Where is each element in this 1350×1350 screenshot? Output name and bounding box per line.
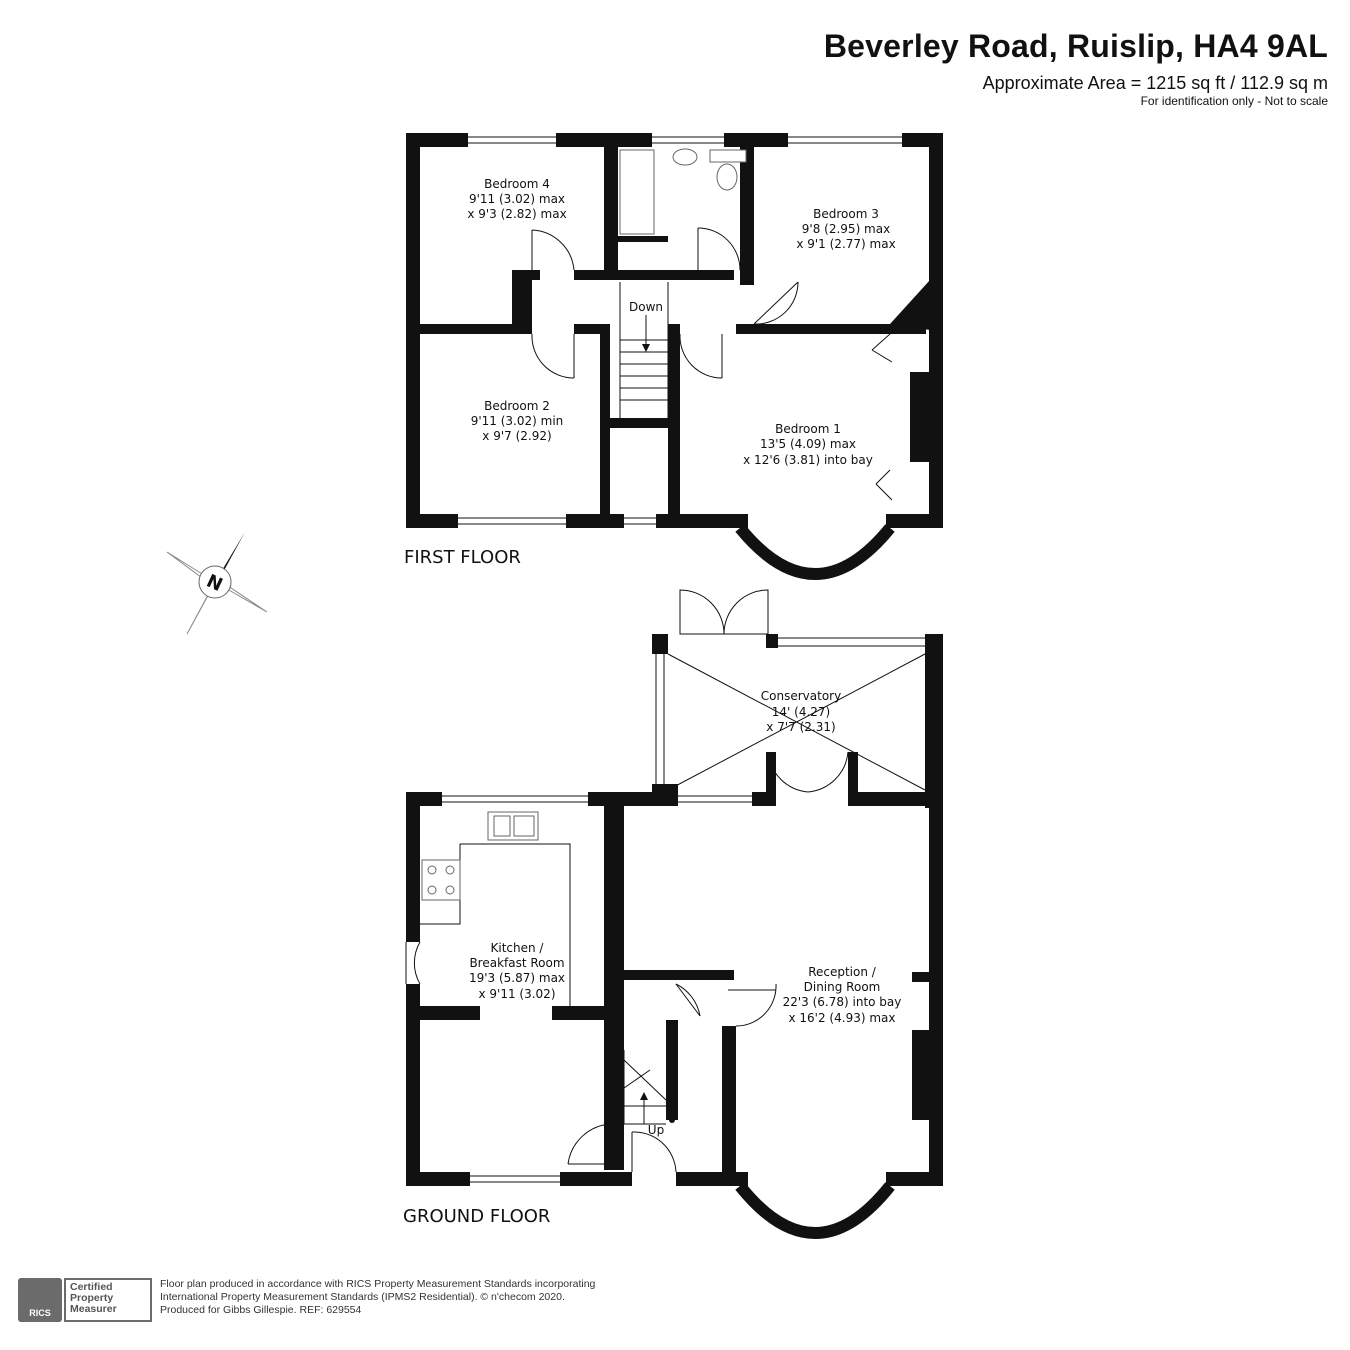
svg-text:13'5 (4.09) max: 13'5 (4.09) max (760, 437, 856, 451)
north-compass-icon: N (166, 532, 268, 635)
svg-text:Bedroom 1: Bedroom 1 (775, 422, 841, 436)
svg-text:x 7'7 (2.31): x 7'7 (2.31) (766, 720, 835, 734)
svg-text:x 9'3 (2.82) max: x 9'3 (2.82) max (467, 207, 566, 221)
svg-text:x 9'11 (3.02): x 9'11 (3.02) (478, 987, 555, 1001)
svg-text:Bedroom 3: Bedroom 3 (813, 207, 879, 221)
svg-text:9'11 (3.02) max: 9'11 (3.02) max (469, 192, 565, 206)
ground-floor-stairs: Up (623, 1050, 675, 1137)
first-floor-stairs: Down (619, 282, 669, 418)
reception-label: Reception / Dining Room 22'3 (6.78) into… (783, 965, 902, 1025)
svg-text:x 16'2 (4.93) max: x 16'2 (4.93) max (789, 1011, 896, 1025)
kitchen-label: Kitchen / Breakfast Room 19'3 (5.87) max… (469, 941, 565, 1001)
svg-text:14' (4.27): 14' (4.27) (772, 705, 830, 719)
ground-floor-label: GROUND FLOOR (403, 1206, 550, 1227)
svg-text:9'11 (3.02) min: 9'11 (3.02) min (471, 414, 564, 428)
svg-text:9'8 (2.95) max: 9'8 (2.95) max (802, 222, 890, 236)
svg-text:x 12'6 (3.81) into bay: x 12'6 (3.81) into bay (743, 453, 873, 467)
ground-floor-plan: Up (405, 589, 943, 1239)
svg-text:22'3 (6.78) into bay: 22'3 (6.78) into bay (783, 995, 902, 1009)
approximate-area: Approximate Area = 1215 sq ft / 112.9 sq… (982, 73, 1328, 93)
disclaimer-note: For identification only - Not to scale (1140, 94, 1328, 108)
svg-text:19'3 (5.87) max: 19'3 (5.87) max (469, 971, 565, 985)
svg-text:x 9'7 (2.92): x 9'7 (2.92) (482, 429, 551, 443)
rics-logo: RICS (18, 1278, 62, 1322)
svg-text:Dining Room: Dining Room (804, 980, 881, 994)
bedroom-4-label: Bedroom 4 9'11 (3.02) max x 9'3 (2.82) m… (467, 177, 566, 221)
footer-line-1: Floor plan produced in accordance with R… (160, 1278, 596, 1290)
svg-text:Breakfast Room: Breakfast Room (469, 956, 564, 970)
first-floor-plan: Down (406, 133, 943, 580)
badge-line-3: Measurer (70, 1303, 117, 1315)
svg-text:Conservatory: Conservatory (761, 689, 841, 703)
badge-line-1: Certified (70, 1281, 113, 1293)
certified-measurer-badge: Certified Property Measurer (64, 1278, 152, 1322)
first-floor-label: FIRST FLOOR (404, 547, 521, 568)
property-title: Beverley Road, Ruislip, HA4 9AL (823, 28, 1328, 64)
stairs-up-label: Up (648, 1123, 664, 1137)
footer-line-2: International Property Measurement Stand… (160, 1291, 565, 1303)
svg-text:Kitchen /: Kitchen / (491, 941, 545, 955)
conservatory-label: Conservatory 14' (4.27) x 7'7 (2.31) (761, 689, 841, 734)
badge-line-2: Property (70, 1292, 114, 1304)
footer-disclaimer: Floor plan produced in accordance with R… (160, 1278, 595, 1317)
bedroom-3-label: Bedroom 3 9'8 (2.95) max x 9'1 (2.77) ma… (796, 207, 895, 251)
footer-line-3: Produced for Gibbs Gillespie. REF: 62955… (160, 1304, 362, 1316)
svg-text:Bedroom 4: Bedroom 4 (484, 177, 550, 191)
bedroom-1-label: Bedroom 1 13'5 (4.09) max x 12'6 (3.81) … (743, 422, 873, 467)
svg-text:x 9'1 (2.77) max: x 9'1 (2.77) max (796, 237, 895, 251)
stairs-down-label: Down (629, 300, 663, 314)
svg-text:Bedroom 2: Bedroom 2 (484, 399, 550, 413)
bedroom-2-label: Bedroom 2 9'11 (3.02) min x 9'7 (2.92) (471, 399, 564, 443)
svg-text:Reception /: Reception / (808, 965, 877, 979)
